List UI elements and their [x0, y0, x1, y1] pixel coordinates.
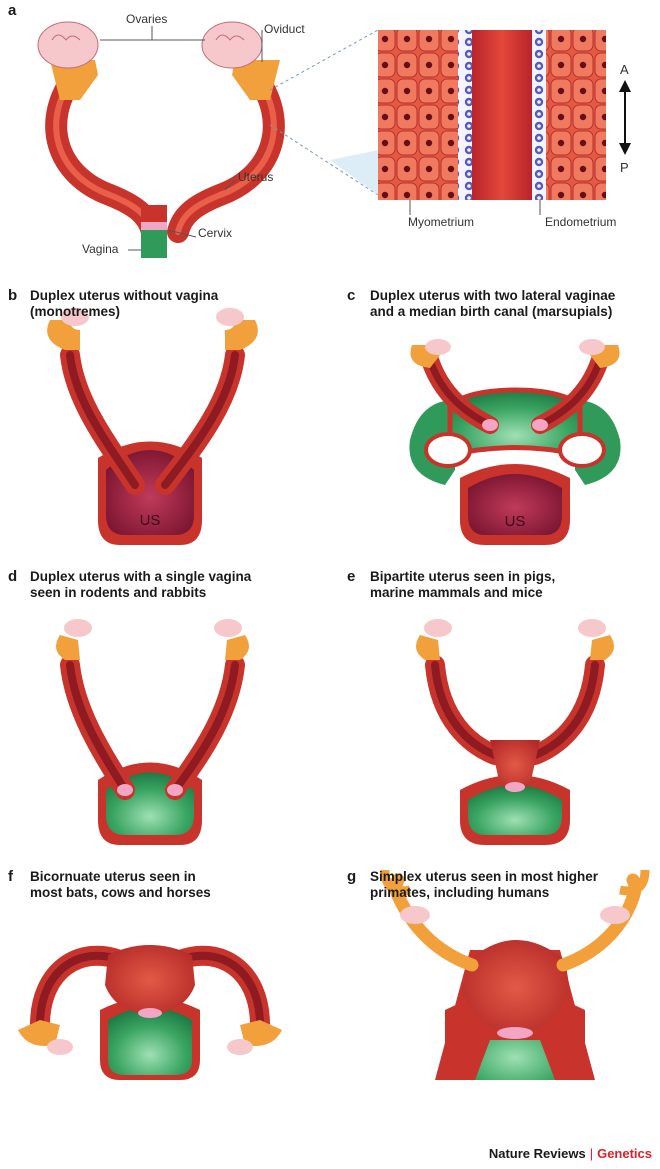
us-label-c: US	[505, 513, 526, 530]
myometrium-right	[546, 30, 606, 200]
journal-credit: Nature Reviews|Genetics	[489, 1146, 652, 1161]
caption-e: Bipartite uterus seen in pigs, marine ma…	[370, 569, 555, 601]
panel-e-bipartite-uterus	[416, 619, 614, 845]
panel-b-monotreme-uterus: US	[47, 308, 258, 545]
myometrium-left	[378, 30, 458, 200]
journal-section: Genetics	[597, 1146, 652, 1161]
vagina-e	[468, 785, 562, 835]
panel-f-bicornuate-uterus	[18, 945, 282, 1080]
credit-separator: |	[586, 1146, 597, 1161]
panel-letter-b: b	[8, 287, 17, 304]
label-cervix: Cervix	[198, 226, 232, 240]
tissue-cross-section	[378, 30, 631, 215]
journal-name: Nature Reviews	[489, 1146, 586, 1161]
us-label-b: US	[140, 512, 161, 529]
panel-d-rodent-uterus	[56, 619, 249, 845]
vagina	[141, 230, 167, 258]
panel-letter-c: c	[347, 287, 355, 304]
label-uterus: Uterus	[238, 170, 273, 184]
panel-c-marsupial-uterus: US	[409, 339, 620, 545]
panel-g-simplex-uterus	[385, 870, 645, 1080]
endometrium-right	[532, 30, 546, 200]
label-myometrium: Myometrium	[408, 215, 474, 229]
panel-letter-f: f	[8, 868, 13, 885]
panel-letter-d: d	[8, 568, 17, 585]
caption-d: Duplex uterus with a single vagina seen …	[30, 569, 251, 601]
caption-f: Bicornuate uterus seen in most bats, cow…	[30, 869, 211, 901]
ovary-right	[202, 22, 262, 68]
endometrium-left	[458, 30, 472, 200]
label-endometrium: Endometrium	[545, 215, 616, 229]
panel-letter-g: g	[347, 868, 356, 885]
label-axis-p: P	[620, 160, 629, 175]
caption-c: Duplex uterus with two lateral vaginae a…	[370, 288, 615, 320]
cervix	[141, 222, 167, 230]
panel-letter-e: e	[347, 568, 355, 585]
label-oviduct: Oviduct	[264, 22, 305, 36]
label-ovaries: Ovaries	[126, 12, 167, 26]
uterine-lumen	[472, 30, 532, 200]
panel-letter-a: a	[8, 2, 16, 19]
caption-b: Duplex uterus without vagina (monotremes…	[30, 288, 218, 320]
caption-g: Simplex uterus seen in most higher prima…	[370, 869, 598, 901]
label-axis-a: A	[620, 62, 629, 77]
ovary-left	[38, 22, 98, 68]
panel-a-whole-uterus	[38, 22, 378, 258]
label-vagina: Vagina	[82, 242, 118, 256]
